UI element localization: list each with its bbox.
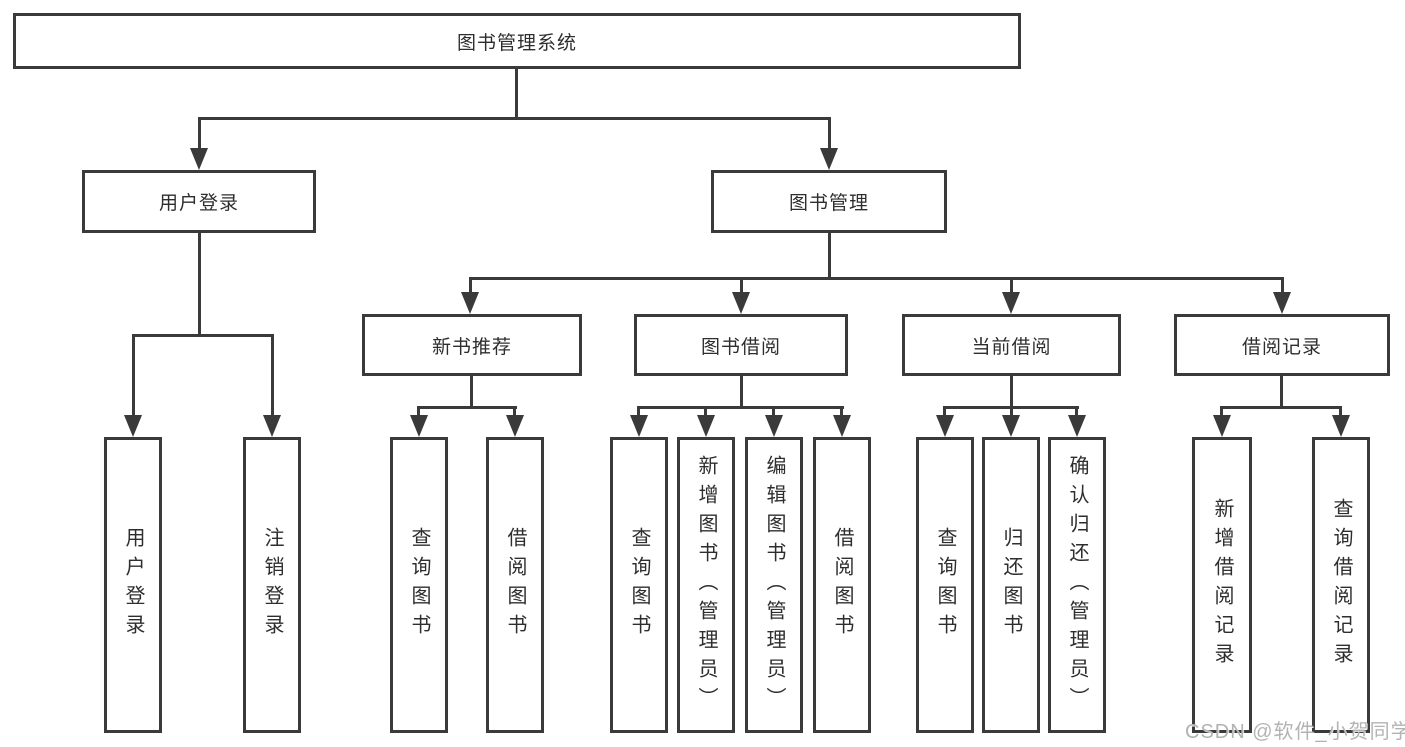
connector-line xyxy=(417,406,420,418)
arrow-down-icon xyxy=(506,415,524,437)
leaf-query-books-recommend: 查询图书 xyxy=(390,437,448,733)
node-label: 新增图书（管理员） xyxy=(695,454,717,716)
node-label: 用户登录 xyxy=(158,193,239,214)
connector-line xyxy=(469,277,472,294)
connector-line xyxy=(740,277,743,294)
connector-line xyxy=(1281,277,1284,294)
connector-line xyxy=(704,406,707,418)
arrow-down-icon xyxy=(833,415,851,437)
node-label: 确认归还（管理员） xyxy=(1066,454,1088,716)
arrow-down-icon xyxy=(461,292,479,314)
csdn-watermark: CSDN @软件_小贺同学 xyxy=(1185,721,1405,743)
connector-line xyxy=(943,406,946,418)
node-label: 借阅图书 xyxy=(831,527,853,643)
leaf-borrow-books-borrowing: 借阅图书 xyxy=(813,437,871,733)
arrow-down-icon xyxy=(410,415,428,437)
leaf-add-books-admin: 新增图书（管理员） xyxy=(677,437,735,733)
node-current-borrowing: 当前借阅 xyxy=(902,314,1121,376)
connector-line xyxy=(469,277,1283,280)
arrow-down-icon xyxy=(697,415,715,437)
node-label: 查询图书 xyxy=(628,527,650,643)
connector-line xyxy=(828,233,831,280)
connector-line xyxy=(1075,406,1078,418)
leaf-edit-books-admin: 编辑图书（管理员） xyxy=(745,437,803,733)
connector-line xyxy=(1010,277,1013,294)
arrow-down-icon xyxy=(263,415,281,437)
connector-line xyxy=(417,406,517,409)
node-label: 借阅记录 xyxy=(1241,336,1322,358)
leaf-confirm-return-admin: 确认归还（管理员） xyxy=(1048,437,1106,733)
node-label: 归还图书 xyxy=(1000,527,1022,643)
node-label: 查询图书 xyxy=(934,527,956,643)
connector-line xyxy=(198,233,201,336)
arrow-down-icon xyxy=(1068,415,1086,437)
arrow-down-icon xyxy=(1002,292,1020,314)
arrow-down-icon xyxy=(1213,415,1231,437)
node-label: 图书借阅 xyxy=(700,336,781,358)
leaf-add-borrow-record: 新增借阅记录 xyxy=(1192,437,1252,733)
arrow-down-icon xyxy=(820,148,838,170)
node-label: 当前借阅 xyxy=(971,336,1052,358)
node-user-login: 用户登录 xyxy=(82,170,316,233)
connector-line xyxy=(1280,376,1283,409)
leaf-query-books-current: 查询图书 xyxy=(916,437,974,733)
arrow-down-icon xyxy=(190,148,208,170)
node-library-management-system: 图书管理系统 xyxy=(13,13,1021,69)
connector-line xyxy=(637,406,640,418)
leaf-return-books: 归还图书 xyxy=(982,437,1040,733)
connector-line xyxy=(513,406,516,418)
arrow-down-icon xyxy=(124,415,142,437)
node-borrowing-records: 借阅记录 xyxy=(1174,314,1390,376)
arrow-down-icon xyxy=(765,415,783,437)
node-book-borrowing: 图书借阅 xyxy=(634,314,848,376)
connector-line xyxy=(1010,376,1013,409)
node-label: 新书推荐 xyxy=(431,336,512,358)
connector-line xyxy=(470,376,473,409)
node-label: 编辑图书（管理员） xyxy=(763,454,785,716)
leaf-query-books-borrowing: 查询图书 xyxy=(610,437,668,733)
connector-line xyxy=(637,406,844,409)
node-label: 图书管理 xyxy=(788,193,869,214)
node-label: 查询图书 xyxy=(408,527,430,643)
connector-line xyxy=(1339,406,1342,418)
connector-line xyxy=(198,117,201,150)
connector-line xyxy=(772,406,775,418)
connector-line xyxy=(1010,406,1013,418)
node-label: 借阅图书 xyxy=(504,527,526,643)
connector-line xyxy=(515,69,518,119)
node-label: 新增借阅记录 xyxy=(1211,498,1233,672)
connector-line xyxy=(198,117,831,120)
connector-line xyxy=(132,334,135,417)
connector-line xyxy=(828,117,831,150)
connector-line xyxy=(271,334,274,417)
arrow-down-icon xyxy=(1273,292,1291,314)
leaf-query-borrow-record: 查询借阅记录 xyxy=(1312,437,1370,733)
arrow-down-icon xyxy=(732,292,750,314)
connector-line xyxy=(132,334,274,337)
leaf-borrow-books-recommend: 借阅图书 xyxy=(486,437,544,733)
node-label: 用户登录 xyxy=(122,527,144,643)
node-new-book-recommendation: 新书推荐 xyxy=(362,314,582,376)
connector-line xyxy=(840,406,843,418)
connector-line xyxy=(1220,406,1223,418)
leaf-logout: 注销登录 xyxy=(243,437,301,733)
arrow-down-icon xyxy=(936,415,954,437)
node-label: 注销登录 xyxy=(261,527,283,643)
arrow-down-icon xyxy=(1002,415,1020,437)
node-label: 图书管理系统 xyxy=(456,32,577,54)
connector-line xyxy=(1220,406,1342,409)
node-label: 查询借阅记录 xyxy=(1330,498,1352,672)
node-book-management: 图书管理 xyxy=(711,170,947,233)
leaf-user-login: 用户登录 xyxy=(104,437,162,733)
arrow-down-icon xyxy=(630,415,648,437)
arrow-down-icon xyxy=(1332,415,1350,437)
connector-line xyxy=(740,376,743,409)
